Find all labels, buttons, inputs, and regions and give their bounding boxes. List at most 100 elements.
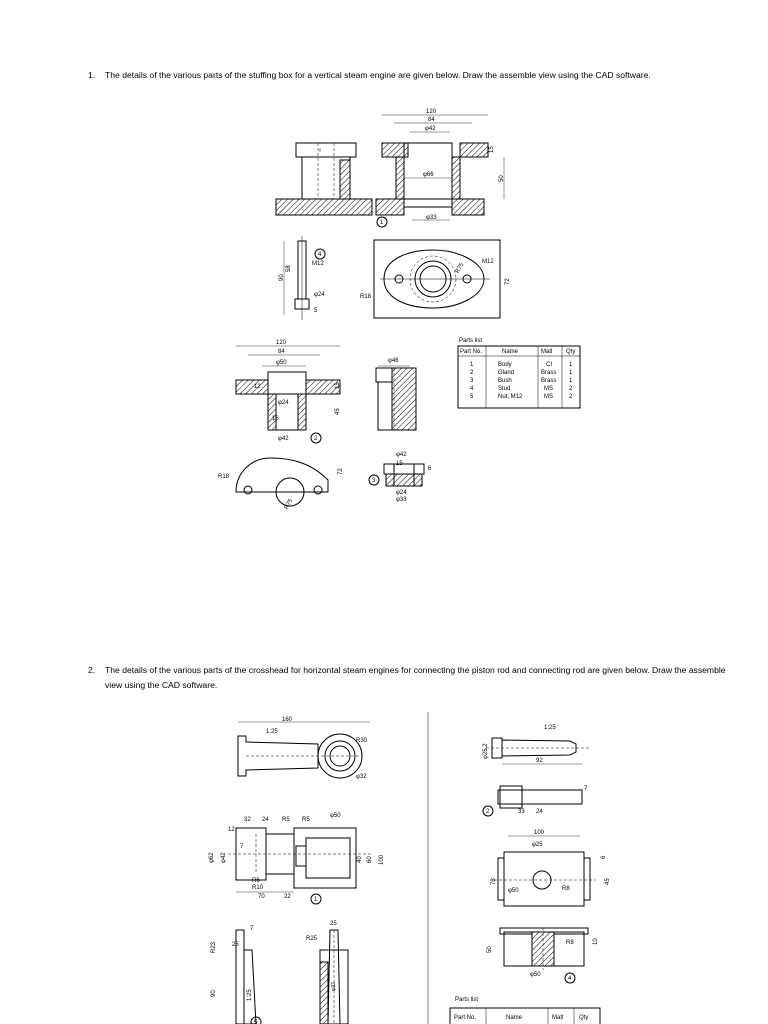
- pl1-r2-name: Gland: [498, 370, 514, 376]
- parts-list-1-title: Parts list: [459, 338, 482, 344]
- dim-gland-84: 84: [278, 349, 285, 355]
- dim-100: 100: [379, 854, 385, 865]
- pl2-header-partno: Part No.: [454, 1015, 476, 1021]
- pl1-r3-name: Bush: [498, 378, 512, 384]
- dim-e50: φ50: [508, 888, 519, 894]
- dim-f50: φ50: [530, 972, 541, 978]
- pl1-r4-name: Stud: [498, 386, 510, 392]
- pl1-r1-no: 1: [470, 362, 474, 368]
- gland-section-view: 120 84 φ50 φ24 φ42 45 15 16 12 2: [235, 340, 341, 444]
- dim-e45: 45: [605, 878, 611, 885]
- dim-gland-120: 120: [276, 340, 287, 346]
- dim-62: φ62: [209, 852, 215, 863]
- callout-4: 4: [318, 252, 322, 258]
- stud-view: 90 58 M12 φ24 5 4: [279, 236, 326, 320]
- dim-r5b: R5: [302, 817, 310, 823]
- pl1-r2-qty: 1: [569, 370, 573, 376]
- pl1-r1-name: Body: [498, 362, 512, 368]
- callout-2-5: 5: [254, 1020, 258, 1024]
- question-2-number: 2.: [88, 665, 96, 675]
- guide-block-side-view: 50 φ50 10 R8 4: [487, 927, 599, 984]
- dim-50b: φ50: [330, 813, 341, 819]
- pl1-r5-name: Nut, M12: [498, 394, 523, 400]
- dim-12: 12: [228, 827, 235, 833]
- dim-5: 5: [314, 308, 318, 314]
- dim-e25: φ25: [532, 842, 543, 848]
- piston-rod-view: 25 R25 φ32: [306, 921, 349, 1024]
- dim-gland-16: 16: [272, 416, 279, 422]
- dim-nut-15: 15: [396, 461, 403, 467]
- guide-block-front-view: 100 φ25 78 φ50 R8 6 45: [491, 830, 611, 907]
- dim-nut-6: 6: [428, 466, 432, 472]
- dim-e100: 100: [534, 830, 545, 836]
- dim-r10: R10: [252, 885, 264, 891]
- dim-33c: 33: [518, 809, 525, 815]
- drawing-1-stuffing-box: 120 84 φ42 φ66 φ33 50 15 1 90 58 M12 φ24…: [218, 109, 581, 511]
- dim-half-r75: R75: [284, 497, 295, 510]
- dim-m12: M12: [312, 261, 324, 267]
- dim-m12-gland: M12: [482, 259, 494, 265]
- gland-half-plan: R18 72 R75: [218, 457, 344, 511]
- callout-1: 1: [380, 220, 384, 226]
- pl1-header-matl: Matl: [541, 349, 552, 355]
- pl1-r3-no: 3: [470, 378, 474, 384]
- dim-g125: 1:25: [247, 989, 253, 1001]
- parts-list-2: Parts list Part No. Name Matl Qty: [449, 997, 601, 1024]
- pl1-r1-matl: CI: [546, 362, 552, 368]
- dim-g90: 90: [211, 990, 217, 997]
- dim-66: φ66: [423, 172, 434, 178]
- cotter-view: 7 25 R23 90 1:25 5: [211, 926, 262, 1024]
- pl1-r4-qty: 2: [569, 386, 573, 392]
- callout-2-4: 4: [568, 976, 572, 982]
- gudgeon-pin-view: 1:25 φ25.2 92 33 24 7 2: [482, 725, 590, 817]
- bush-small-view: φ42 15 φ24 φ33 6 3: [368, 452, 432, 503]
- dim-70: 70: [258, 894, 265, 900]
- dim-40: 40: [357, 856, 363, 863]
- dim-taper-1: 1:25: [266, 729, 278, 735]
- body-section-view: 120 84 φ42 φ66 φ33 50 15 1: [375, 109, 505, 228]
- dim-92: 92: [536, 758, 543, 764]
- question-2-text: The details of the various parts of the …: [105, 665, 726, 690]
- dim-r5a: R5: [282, 817, 290, 823]
- pl1-r4-no: 4: [470, 386, 474, 392]
- dim-78: 78: [491, 878, 497, 885]
- dim-33: φ33: [426, 215, 437, 221]
- dim-g25: 25: [232, 942, 239, 948]
- dim-nut-33: φ33: [396, 497, 407, 503]
- dim-r30: R30: [356, 738, 368, 744]
- dim-gland-24: φ24: [278, 400, 289, 406]
- rod-end-view: 160 1:25 R30 φ32: [237, 717, 370, 780]
- dim-r8: R8: [562, 886, 570, 892]
- body-elevation-view: [275, 142, 373, 216]
- dim-r75: R75: [455, 261, 466, 274]
- dim-phi24: φ24: [314, 292, 325, 298]
- dim-24c: 24: [536, 809, 543, 815]
- dim-g7: 7: [250, 926, 254, 932]
- dim-e6: 6: [601, 855, 607, 859]
- dim-f-r8: R8: [566, 940, 574, 946]
- callout-2-2: 2: [486, 809, 490, 815]
- dim-7c: 7: [584, 786, 588, 792]
- dim-15: 15: [489, 146, 495, 153]
- dim-gland-45: 45: [335, 408, 341, 415]
- dim-r23: R23: [211, 941, 217, 953]
- dim-f10: 10: [593, 938, 599, 945]
- question-1-text: The details of the various parts of the …: [105, 70, 651, 80]
- crosshead-body-view: 32 24 R5 R5 φ50 12 7 φ62 φ42 R6 R10 70 2…: [209, 813, 385, 905]
- dim-nut-42: φ42: [396, 452, 407, 458]
- pl1-r5-no: 5: [470, 394, 474, 400]
- dim-rod-32: φ32: [331, 982, 337, 991]
- dim-gland-42: φ42: [278, 436, 289, 442]
- pl1-r1-qty: 1: [569, 362, 573, 368]
- callout-2: 2: [314, 436, 318, 442]
- dim-nut-24: φ24: [396, 490, 407, 496]
- dim-f26: R25: [306, 936, 318, 942]
- parts-list-2-title: Parts list: [455, 997, 478, 1003]
- dim-gland-12: 12: [254, 384, 261, 390]
- pl1-r2-matl: Brass: [541, 370, 556, 376]
- dim-32: φ32: [356, 774, 367, 780]
- dim-50: 50: [499, 175, 505, 182]
- callout-2-1: 1: [314, 897, 318, 903]
- pl1-header-name: Name: [502, 349, 519, 355]
